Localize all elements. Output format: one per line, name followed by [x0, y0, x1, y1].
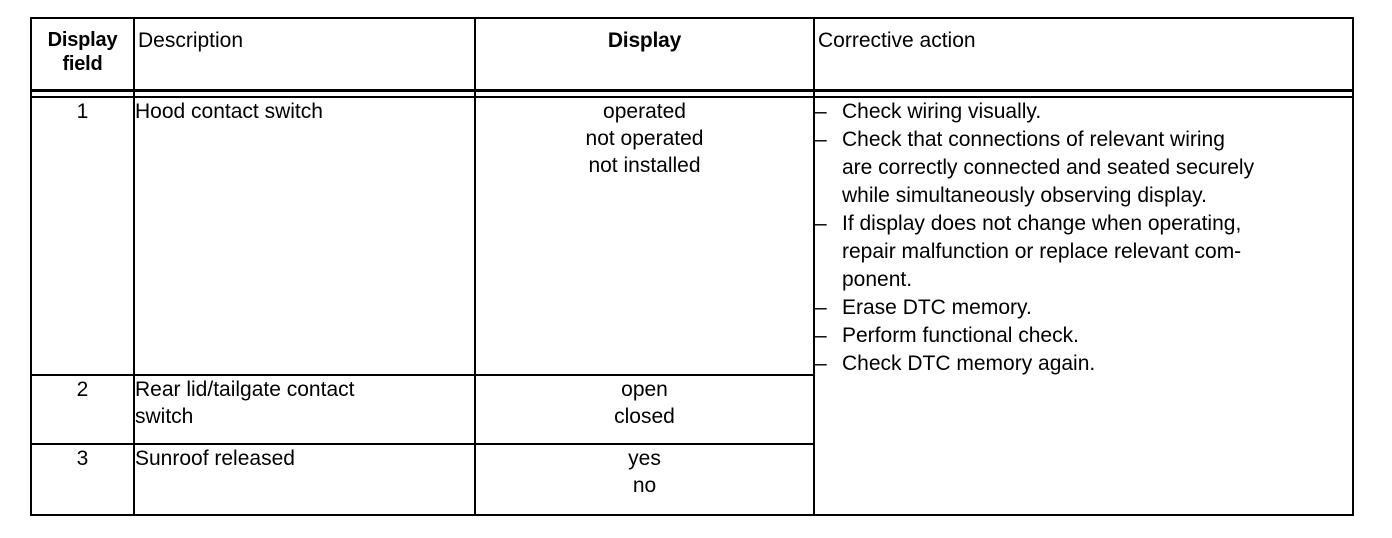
corrective-action-line: are correctly connected and seated secur… [842, 156, 1255, 179]
corrective-action-list: – Check wiring visually. – Check that co… [815, 98, 1352, 378]
corrective-action-line: If display does not change when operatin… [842, 212, 1242, 235]
dash-bullet-icon: – [815, 324, 827, 347]
description-line: Sunroof released [135, 447, 295, 470]
display-value: closed [614, 405, 675, 428]
header-display-field: Display field [30, 17, 135, 92]
list-item: – Check wiring visually. [815, 98, 1352, 126]
cell-description: Sunroof released [133, 443, 476, 516]
display-value: open [621, 378, 668, 401]
header-display: Display [474, 17, 815, 92]
table-row: 1 Hood contact switch operated not opera… [30, 96, 1354, 516]
display-field-number: 2 [76, 378, 89, 401]
display-value: not installed [588, 154, 701, 177]
rule-segment-display [474, 89, 815, 97]
description-line: Rear lid/tailgate contact [135, 378, 355, 401]
rule-segment-corrective [813, 89, 1354, 97]
dash-bullet-icon: – [815, 352, 827, 375]
header-double-rule [30, 89, 1354, 97]
display-field-number: 3 [76, 447, 89, 470]
description-line: switch [135, 405, 194, 428]
rule-segment-description [133, 89, 476, 97]
corrective-action-line: Check DTC memory again. [842, 352, 1096, 375]
header-corrective-action: Corrective action [813, 17, 1354, 92]
header-display-field-line2: field [62, 53, 103, 75]
cell-description: Rear lid/tailgate contact switch [133, 374, 476, 445]
display-value: no [632, 474, 657, 497]
cell-display-field: 1 [30, 96, 135, 376]
cell-corrective-action: – Check wiring visually. – Check that co… [813, 96, 1354, 516]
header-display-label: Display [607, 29, 682, 52]
dash-bullet-icon: – [815, 100, 827, 123]
dtc-display-field-table: Display field Description Display Correc… [30, 17, 1354, 516]
dash-bullet-icon: – [815, 212, 827, 235]
list-item: – Erase DTC memory. [815, 294, 1352, 322]
header-description-label: Description [138, 29, 244, 52]
corrective-action-line: Erase DTC memory. [842, 296, 1032, 319]
table-header-row: Display field Description Display Correc… [30, 17, 1354, 92]
display-field-number: 1 [76, 100, 89, 123]
corrective-action-line: while simultaneously observing display. [842, 184, 1207, 207]
corrective-action-line: Check wiring visually. [842, 100, 1042, 123]
cell-display-values: yes no [474, 443, 815, 516]
corrective-action-line: Perform functional check. [842, 324, 1079, 347]
corrective-action-line: repair malfunction or replace relevant c… [842, 240, 1242, 263]
display-value: yes [628, 447, 661, 470]
table-row: 3 Sunroof released yes no [30, 443, 1353, 516]
list-item: – Check that connections of relevant wir… [815, 126, 1352, 210]
list-item: – Check DTC memory again. [815, 350, 1352, 378]
header-description: Description [133, 17, 476, 92]
corrective-action-line: ponent. [842, 268, 913, 291]
rule-segment-field [30, 89, 135, 97]
display-value: not operated [585, 127, 704, 150]
list-item: – If display does not change when operat… [815, 210, 1352, 294]
description-line: Hood contact switch [135, 100, 323, 123]
cell-display-values: operated not operated not installed [474, 96, 815, 376]
dash-bullet-icon: – [815, 128, 827, 151]
dash-bullet-icon: – [815, 296, 827, 319]
header-corrective-action-label: Corrective action [818, 29, 976, 52]
table-row: 2 Rear lid/tailgate contact switch open … [30, 374, 1353, 445]
cell-display-field: 2 [30, 374, 135, 445]
display-value: operated [603, 100, 686, 123]
cell-display-values: open closed [474, 374, 815, 445]
cell-description: Hood contact switch [133, 96, 476, 376]
list-item: – Perform functional check. [815, 322, 1352, 350]
corrective-action-line: Check that connections of relevant wirin… [842, 128, 1225, 151]
header-display-field-line1: Display [47, 29, 118, 51]
cell-display-field: 3 [30, 443, 135, 516]
